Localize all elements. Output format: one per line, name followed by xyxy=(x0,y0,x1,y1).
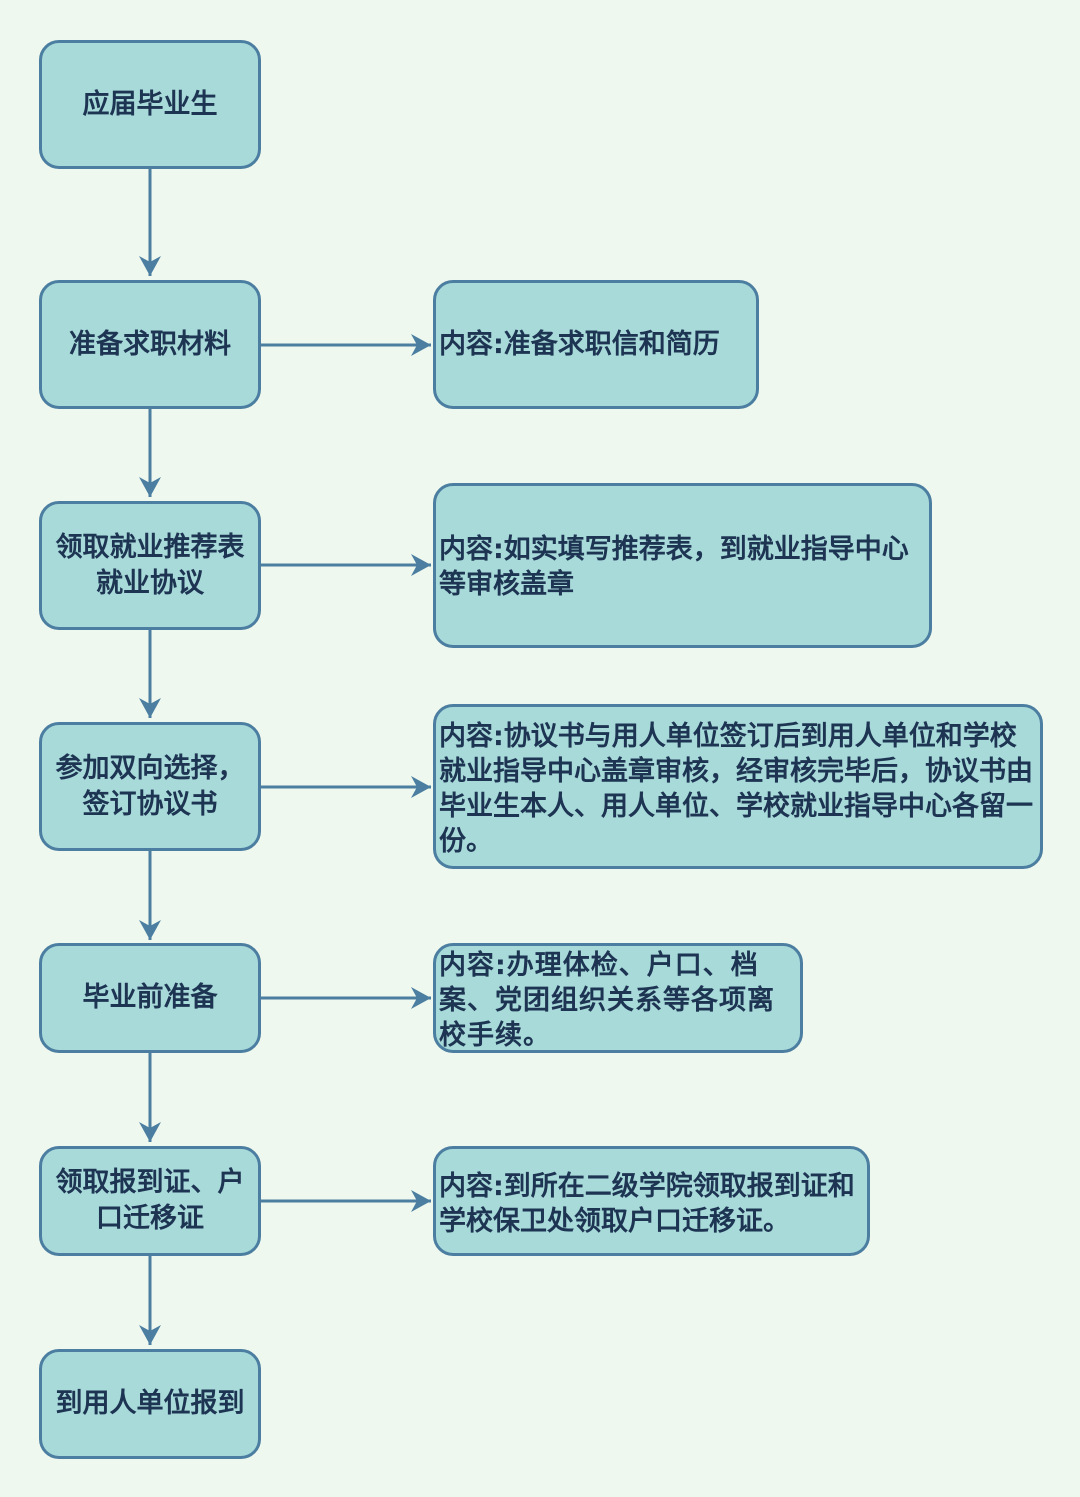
note-prepare-materials: 内容:准备求职信和简历 xyxy=(433,280,759,409)
note-get-forms: 内容:如实填写推荐表，到就业指导中心等审核盖章 xyxy=(433,483,932,648)
note-text: 内容:到所在二级学院领取报到证和学校保卫处领取户口迁移证。 xyxy=(439,1171,855,1237)
step-label: 领取报到证、户 口迁移证 xyxy=(55,1167,245,1234)
step-graduate: 应届毕业生 xyxy=(39,40,261,169)
step-label: 领取就业推荐表 就业协议 xyxy=(55,531,245,599)
step-two-way-selection: 参加双向选择， 签订协议书 xyxy=(39,722,261,851)
step-report: 到用人单位报到 xyxy=(39,1349,261,1459)
step-label: 到用人单位报到 xyxy=(55,1388,245,1419)
note-text: 内容:办理体检、户口、档案、党团组织关系等各项离校手续。 xyxy=(439,950,775,1051)
step-prepare-materials: 准备求职材料 xyxy=(39,280,261,409)
step-get-forms: 领取就业推荐表 就业协议 xyxy=(39,501,261,630)
step-label: 参加双向选择， 签订协议书 xyxy=(55,752,245,820)
step-pre-graduation: 毕业前准备 xyxy=(39,943,261,1053)
note-text: 内容:协议书与用人单位签订后到用人单位和学校就业指导中心盖章审核，经审核完毕后，… xyxy=(439,721,1033,857)
step-label: 毕业前准备 xyxy=(82,982,218,1013)
note-text: 内容:准备求职信和简历 xyxy=(439,329,720,360)
note-two-way-selection: 内容:协议书与用人单位签订后到用人单位和学校就业指导中心盖章审核，经审核完毕后，… xyxy=(433,704,1043,869)
note-pre-graduation: 内容:办理体检、户口、档案、党团组织关系等各项离校手续。 xyxy=(433,943,803,1053)
note-text: 内容:如实填写推荐表，到就业指导中心等审核盖章 xyxy=(439,534,909,600)
step-get-certificates: 领取报到证、户 口迁移证 xyxy=(39,1146,261,1256)
step-label: 应届毕业生 xyxy=(82,88,218,120)
note-get-certificates: 内容:到所在二级学院领取报到证和学校保卫处领取户口迁移证。 xyxy=(433,1146,870,1256)
step-label: 准备求职材料 xyxy=(69,328,231,360)
